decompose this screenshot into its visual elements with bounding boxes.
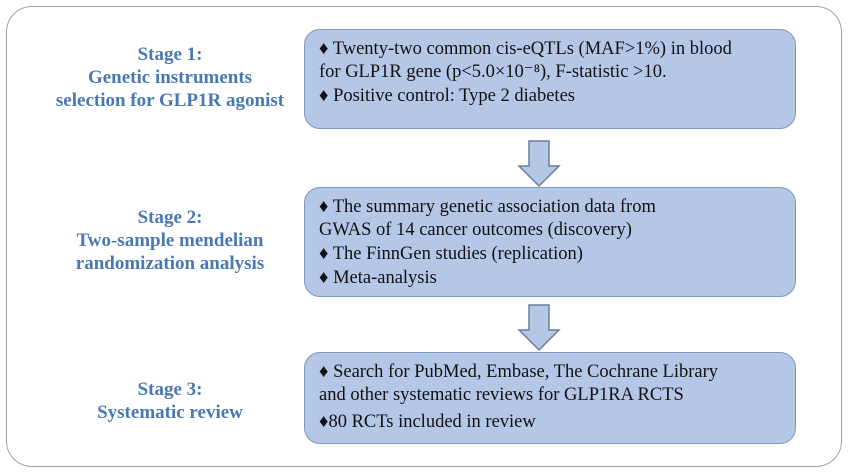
stage-3-item-line: ♦80 RCTs included in review xyxy=(319,412,536,432)
stage-2-item-line: ♦ Meta-analysis xyxy=(319,268,437,288)
stage-2-label: Stage 2: Two-sample mendelian randomizat… xyxy=(40,206,300,275)
stage-2-label-line: Two-sample mendelian xyxy=(76,230,264,251)
stage-2-item-line: ♦ The FinnGen studies (replication) xyxy=(319,244,583,264)
stage-3-box: ♦ Search for PubMed, Embase, The Cochran… xyxy=(304,352,796,444)
stage-3-label: Stage 3: Systematic review xyxy=(40,378,300,424)
stage-1-item: ♦ Positive control: Type 2 diabetes xyxy=(319,85,781,108)
stage-3-item: ♦80 RCTs included in review xyxy=(319,411,781,434)
outer-frame xyxy=(6,6,842,467)
stage-2-label-line: Stage 2: xyxy=(137,207,203,228)
stage-1-item-line: ♦ Positive control: Type 2 diabetes xyxy=(319,86,575,106)
down-arrow-icon xyxy=(517,140,561,188)
stage-1-item: ♦ Twenty-two common cis-eQTLs (MAF>1%) i… xyxy=(319,38,781,84)
stage-2-item: ♦ The FinnGen studies (replication) xyxy=(319,243,781,266)
stage-2-item: ♦ Meta-analysis xyxy=(319,267,781,290)
down-arrow-icon xyxy=(517,304,561,352)
stage-1-label-line: Stage 1: xyxy=(137,44,203,65)
stage-2-item-line: GWAS of 14 cancer outcomes (discovery) xyxy=(319,220,632,240)
stage-1-box: ♦ Twenty-two common cis-eQTLs (MAF>1%) i… xyxy=(304,29,796,129)
stage-3-label-line: Stage 3: xyxy=(137,379,203,400)
stage-1-label-line: Genetic instruments xyxy=(87,67,253,88)
stage-1-label-line: selection for GLP1R agonist xyxy=(55,90,285,111)
stage-1-item-line: for GLP1R gene (p<5.0×10⁻⁸), F-statistic… xyxy=(319,62,667,82)
stage-2-item: ♦ The summary genetic association data f… xyxy=(319,196,781,242)
stage-2-label-line: randomization analysis xyxy=(75,253,265,274)
stage-2-item-line: ♦ The summary genetic association data f… xyxy=(319,197,656,217)
stage-3-item-line: and other systematic reviews for GLP1RA … xyxy=(319,385,684,405)
stage-2-box: ♦ The summary genetic association data f… xyxy=(304,187,796,297)
stage-1-label: Stage 1: Genetic instruments selection f… xyxy=(40,43,300,112)
stage-3-label-line: Systematic review xyxy=(97,402,243,423)
stage-3-item: ♦ Search for PubMed, Embase, The Cochran… xyxy=(319,361,781,407)
stage-3-item-line: ♦ Search for PubMed, Embase, The Cochran… xyxy=(319,362,719,382)
stage-1-item-line: ♦ Twenty-two common cis-eQTLs (MAF>1%) i… xyxy=(319,39,732,59)
